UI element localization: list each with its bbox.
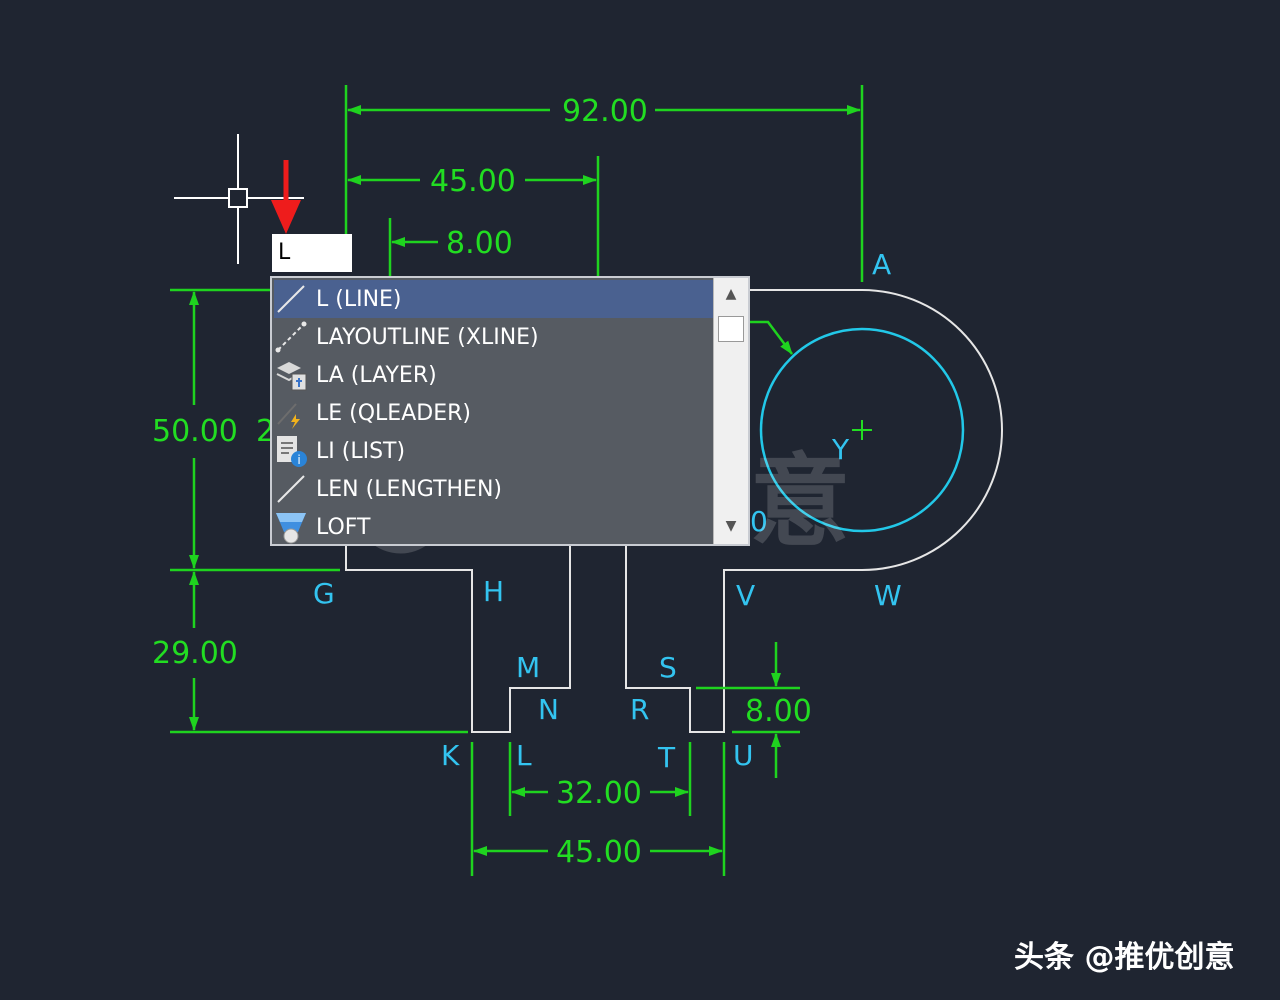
- point-label-m: M: [516, 651, 540, 684]
- autocomplete-item-list[interactable]: i LI (LIST): [274, 432, 714, 470]
- command-input[interactable]: L: [272, 234, 352, 272]
- dim-text-top-overall: 92.00: [562, 94, 648, 129]
- autocomplete-item-label: LOFT: [316, 514, 371, 540]
- scroll-down-icon[interactable]: ▼: [725, 518, 737, 534]
- point-label-a: A: [872, 248, 891, 281]
- loft-icon: [276, 513, 306, 544]
- lengthen-icon: [277, 475, 305, 503]
- circle-center-mark: [852, 420, 872, 440]
- svg-text:i: i: [297, 453, 300, 467]
- dim-top-overall: [344, 85, 864, 282]
- dim-top-small: [388, 218, 438, 276]
- dim-bottom: [470, 742, 726, 876]
- list-icon: i: [277, 436, 307, 467]
- point-label-v: V: [736, 579, 755, 612]
- autocomplete-item-xline[interactable]: LAYOUTLINE (XLINE): [274, 318, 714, 356]
- point-label-s: S: [659, 651, 677, 684]
- crosshair-cursor-icon: [174, 134, 304, 264]
- inner-circle: [759, 327, 965, 533]
- dim-right-step: [696, 642, 800, 778]
- point-label-g: G: [313, 577, 335, 610]
- autocomplete-item-label: L (LINE): [316, 286, 402, 312]
- autocomplete-item-label: LI (LIST): [316, 438, 406, 464]
- point-label-y: Y: [831, 433, 850, 466]
- command-autocomplete-list[interactable]: L (LINE) LAYOUTLINE (XLINE) LA (LAYER) L…: [270, 276, 750, 546]
- dim-text-bottom-inner: 32.00: [556, 776, 642, 811]
- point-label-h: H: [483, 575, 504, 608]
- point-label-n: N: [538, 693, 559, 726]
- line-icon: [277, 285, 305, 313]
- point-label-r: R: [630, 693, 649, 726]
- watermark-text: 头条 @推优创意: [1014, 940, 1235, 975]
- autocomplete-item-label: LEN (LENGTHEN): [316, 476, 502, 502]
- radius-leader: [750, 320, 793, 355]
- layer-icon: [276, 362, 307, 391]
- autocomplete-item-lengthen[interactable]: LEN (LENGTHEN): [274, 470, 714, 508]
- scroll-thumb[interactable]: [718, 316, 744, 342]
- dim-text-left-upper: 50.00: [152, 414, 238, 449]
- dim-left: [170, 288, 468, 734]
- point-label-k: K: [441, 739, 460, 772]
- scroll-up-icon[interactable]: ▲: [725, 286, 737, 302]
- dim-text-left-lower: 29.00: [152, 636, 238, 671]
- point-label-l: L: [516, 739, 532, 772]
- xline-icon: [275, 321, 307, 353]
- dim-text-right-step: 8.00: [745, 694, 812, 729]
- point-label-w: W: [874, 579, 902, 612]
- point-label-u: U: [733, 739, 754, 772]
- part-outline: [345, 289, 1003, 733]
- dim-text-top-mid: 45.00: [430, 164, 516, 199]
- dim-text-top-small: 8.00: [446, 226, 513, 261]
- autocomplete-item-label: LA (LAYER): [316, 362, 437, 388]
- autocomplete-item-layer[interactable]: LA (LAYER): [274, 356, 714, 394]
- autocomplete-item-label: LAYOUTLINE (XLINE): [316, 324, 539, 350]
- autocomplete-scrollbar[interactable]: ▲ ▼: [713, 278, 748, 544]
- dim-top-mid: [347, 156, 600, 276]
- autocomplete-item-qleader[interactable]: LE (QLEADER): [274, 394, 714, 432]
- autocomplete-item-line[interactable]: L (LINE): [274, 280, 714, 318]
- autocomplete-item-loft[interactable]: LOFT: [274, 508, 714, 546]
- point-label-t: T: [657, 741, 676, 774]
- qleader-icon: [277, 403, 300, 429]
- point-label-o-partial: 0: [750, 505, 768, 538]
- dim-text-bottom-outer: 45.00: [556, 835, 642, 870]
- autocomplete-item-label: LE (QLEADER): [316, 400, 471, 426]
- red-arrow-icon: [271, 160, 301, 234]
